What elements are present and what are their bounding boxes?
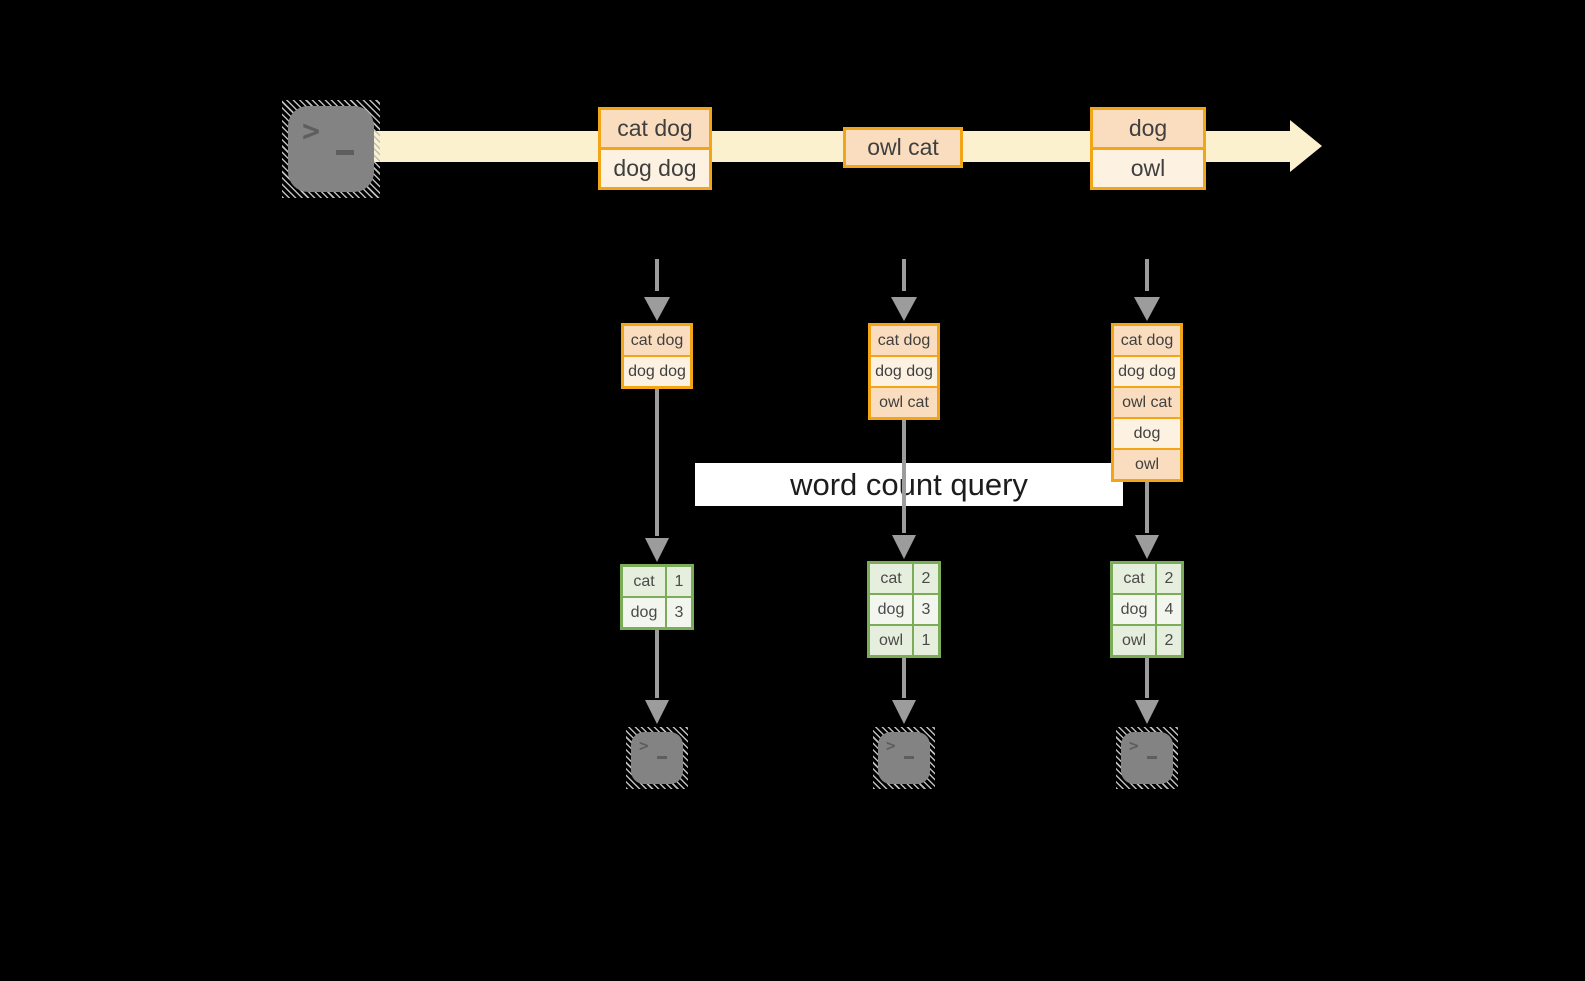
stream-event-box-3: dog owl <box>1090 107 1206 190</box>
dashed-arrow-head-icon <box>644 297 670 321</box>
dashed-arrow-icon <box>1145 259 1149 291</box>
word-count-table-2: cat 2 dog 3 owl 1 <box>867 561 941 658</box>
terminal-icon-body: > <box>631 732 683 784</box>
dashed-arrow-icon <box>902 259 906 291</box>
terminal-prompt-glyph: > <box>1129 736 1139 755</box>
terminal-cursor-glyph <box>657 756 667 759</box>
query-banner: word count query <box>695 463 1123 506</box>
batch-cell: cat dog <box>871 326 937 355</box>
word-cell: cat <box>870 564 912 593</box>
word-cell: dog <box>870 595 912 624</box>
terminal-prompt-glyph: > <box>886 736 896 755</box>
word-cell: owl <box>870 626 912 655</box>
down-arrow-head-icon <box>892 535 916 559</box>
terminal-cursor-glyph <box>336 150 354 155</box>
batch-cell: cat dog <box>624 326 690 355</box>
down-arrow-icon <box>902 420 906 533</box>
stream-event-box-2: owl cat <box>843 127 963 168</box>
dashed-arrow-head-icon <box>1134 297 1160 321</box>
down-arrow-head-icon <box>1135 700 1159 724</box>
terminal-icon: > <box>873 727 935 789</box>
stream-event-cell: dog <box>1093 110 1203 147</box>
down-arrow-icon <box>1145 482 1149 533</box>
micro-batch-box-2: cat dog dog dog owl cat <box>868 323 940 420</box>
terminal-cursor-glyph <box>1147 756 1157 759</box>
terminal-icon-body: > <box>1121 732 1173 784</box>
word-cell: owl <box>1113 626 1155 655</box>
count-cell: 2 <box>1157 626 1181 655</box>
word-cell: dog <box>623 598 665 627</box>
word-cell: dog <box>1113 595 1155 624</box>
batch-cell: cat dog <box>1114 326 1180 355</box>
word-cell: cat <box>623 567 665 596</box>
stream-event-cell: cat dog <box>601 110 709 147</box>
arrow-right-icon <box>1290 120 1322 172</box>
batch-cell: dog <box>1114 419 1180 448</box>
batch-cell: dog dog <box>624 357 690 386</box>
batch-cell: owl cat <box>1114 388 1180 417</box>
word-count-table-1: cat 1 dog 3 <box>620 564 694 630</box>
stream-event-box-1: cat dog dog dog <box>598 107 712 190</box>
stream-event-cell: dog dog <box>601 150 709 187</box>
count-cell: 1 <box>667 567 691 596</box>
batch-cell: owl cat <box>871 388 937 417</box>
micro-batch-box-3: cat dog dog dog owl cat dog owl <box>1111 323 1183 482</box>
down-arrow-icon <box>1145 658 1149 698</box>
stream-event-cell: owl <box>1093 150 1203 187</box>
dashed-arrow-head-icon <box>891 297 917 321</box>
terminal-icon-body: > <box>878 732 930 784</box>
down-arrow-icon <box>655 389 659 536</box>
stream-event-cell: owl cat <box>846 130 960 165</box>
word-cell: cat <box>1113 564 1155 593</box>
down-arrow-head-icon <box>892 700 916 724</box>
terminal-prompt-glyph: > <box>302 114 321 149</box>
terminal-icon: > <box>282 100 380 198</box>
count-cell: 2 <box>1157 564 1181 593</box>
terminal-cursor-glyph <box>904 756 914 759</box>
batch-cell: dog dog <box>1114 357 1180 386</box>
down-arrow-icon <box>655 630 659 698</box>
down-arrow-icon <box>902 658 906 698</box>
batch-cell: dog dog <box>871 357 937 386</box>
count-cell: 1 <box>914 626 938 655</box>
terminal-icon: > <box>1116 727 1178 789</box>
terminal-icon-body: > <box>288 106 374 192</box>
count-cell: 2 <box>914 564 938 593</box>
dashed-arrow-icon <box>655 259 659 291</box>
count-cell: 4 <box>1157 595 1181 624</box>
down-arrow-head-icon <box>645 700 669 724</box>
batch-cell: owl <box>1114 450 1180 479</box>
down-arrow-head-icon <box>645 538 669 562</box>
terminal-prompt-glyph: > <box>639 736 649 755</box>
count-cell: 3 <box>914 595 938 624</box>
down-arrow-head-icon <box>1135 535 1159 559</box>
count-cell: 3 <box>667 598 691 627</box>
terminal-icon: > <box>626 727 688 789</box>
micro-batch-box-1: cat dog dog dog <box>621 323 693 389</box>
word-count-table-3: cat 2 dog 4 owl 2 <box>1110 561 1184 658</box>
